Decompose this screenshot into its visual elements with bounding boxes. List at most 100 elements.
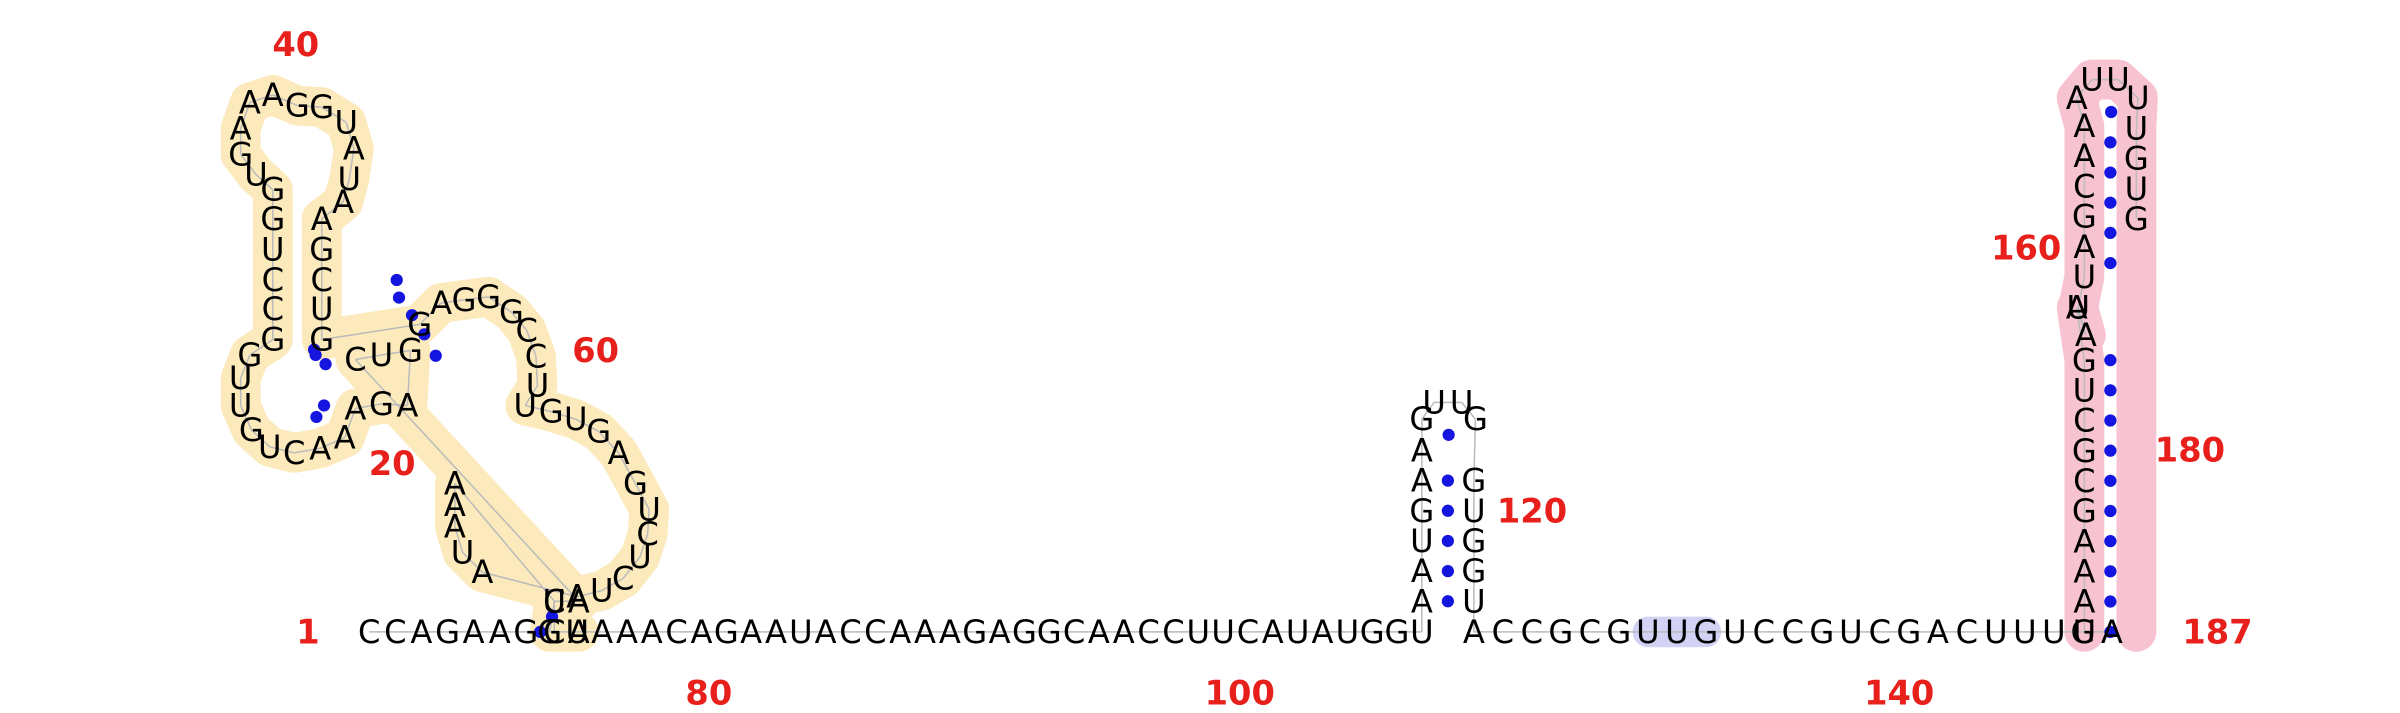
nucleotide: C [262,261,284,299]
nucleotide: U [1187,613,1211,651]
base-pair-dot [390,273,403,287]
nucleotide: G [1012,613,1037,651]
nucleotide: U [1410,522,1434,560]
nucleotide: U [229,359,253,397]
base-pair-dot [2104,565,2117,578]
nucleotide: U [526,367,550,405]
nucleotide: A [311,200,333,238]
nucleotide: A [2066,289,2088,327]
backbone-link [551,410,576,420]
nucleotide: U [2066,289,2090,327]
nucleotide: A [334,419,356,457]
backbone-link [1461,401,1476,420]
nucleotide: G [2124,200,2149,238]
nucleotide: A [1411,462,1433,500]
nucleotide: G [1409,492,1434,530]
base-pair-layer [307,105,2118,639]
nucleotide: C [864,613,886,651]
nucleotide: A [489,613,511,651]
nucleotide: A [914,613,936,651]
nucleotide: A [568,582,590,620]
nucleotide: U [2013,613,2037,651]
nucleotide: A [740,613,762,651]
nucleotide: C [1521,613,1543,651]
nucleotide: U [564,400,588,438]
nucleotide: C [543,582,565,620]
backbone-link [250,429,271,448]
nucleotide: G [309,88,334,126]
nucleotide: C [1492,613,1514,651]
nucleotide: G [309,230,334,268]
nucleotide: A [1312,613,1334,651]
backbone-link [249,339,274,356]
base-pair-dot [310,410,323,424]
base-pair-dot [2105,105,2118,119]
position-label: 60 [572,331,619,370]
nucleotide: C [1869,613,1891,651]
nucleotide: G [1360,613,1385,651]
base-pair-dot [418,328,431,341]
base-pair-dot [2104,535,2117,548]
backbone-link [239,354,251,379]
base-pair-dot [1442,428,1455,441]
backbone-link [355,354,382,361]
nucleotide: U [637,491,661,529]
base-pair-dot [2104,625,2117,639]
nucleotide: A [410,613,432,651]
position-label: 40 [272,25,319,64]
nucleotide: C [1063,613,1085,651]
nucleotide: U [1410,613,1434,651]
base-pair-dot [317,399,331,412]
position-label: 187 [2182,612,2252,651]
nucleotide: C [262,290,284,328]
nucleotide: C [1137,613,1159,651]
nucleotide: A [2073,107,2095,145]
nucleotide: A [471,553,493,591]
nucleotide: A [239,84,261,122]
nucleotide: U [310,290,334,328]
nucleotide: C [384,613,406,651]
nucleotide: A [343,129,365,167]
base-pair-dot [2104,136,2117,149]
nucleotide: A [1411,582,1433,620]
backbone-link [2076,79,2093,99]
nucleotide: U [1984,613,2008,651]
position-label: 140 [1864,674,1934,713]
backbone-link [239,405,253,431]
nucleotide: G [714,613,739,651]
nucleotide: G [1461,552,1486,590]
base-pair-dot [1441,565,1454,578]
base-pair-dot [2104,196,2117,209]
backbone-link [2117,79,2139,99]
nucleotide: G [435,613,460,651]
backbone-link [577,589,602,598]
backbone-link [601,577,624,592]
nucleotide: U [2073,258,2097,296]
nucleotide: G [476,278,501,316]
nucleotide: U [1450,383,1474,421]
nucleotide: U [370,336,394,374]
nucleotide: A [2073,522,2095,560]
nucleotide: G [1896,613,1921,651]
backbone-link [488,296,512,313]
nucleotide: U [258,428,282,466]
nucleotide: A [641,613,663,651]
nucleotide: G [539,393,564,431]
nucleotide: U [1636,613,1660,651]
nucleotide: C [1753,613,1775,651]
position-label: 160 [1991,228,2061,267]
backbone-link [2135,97,2139,129]
nucleotide: G [2124,140,2149,178]
nucleotide: U [1462,582,1486,620]
nucleotide: U [2073,613,2097,651]
nucleotide: G [499,293,524,331]
nucleotide: U [566,613,590,651]
nucleotide: A [2073,228,2095,266]
nucleotide: A [2073,583,2095,621]
nucleotide: C [1237,613,1259,651]
nucleotide: G [260,200,285,238]
base-pair-dot [1441,504,1454,517]
base-pair-dot [2104,444,2117,457]
